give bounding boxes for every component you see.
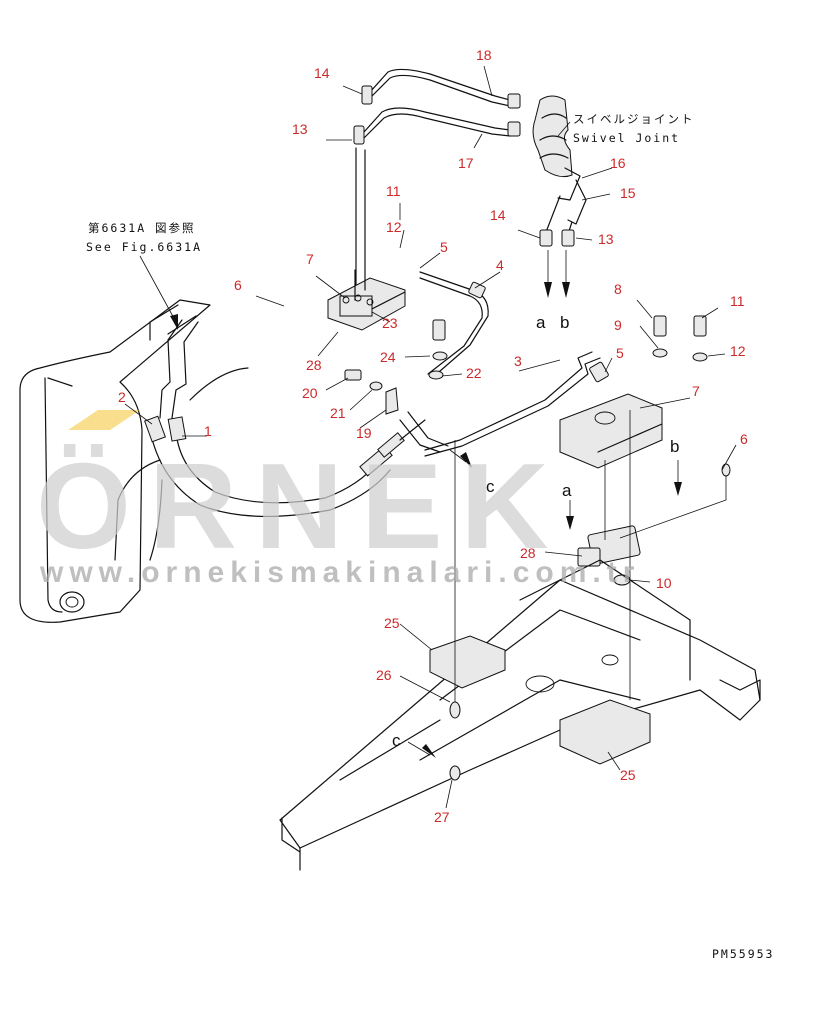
- part-label-3: 3: [514, 353, 522, 369]
- swivel-pipes: [353, 68, 521, 145]
- part-label-23: 23: [382, 315, 398, 331]
- swivel-note-ja: スイベルジョイント: [573, 112, 695, 126]
- part-label-12: 12: [386, 219, 402, 235]
- chassis-frame: [279, 440, 761, 871]
- part-label-24: 24: [380, 349, 396, 365]
- watermark-brand: ÖRNEK: [36, 438, 567, 574]
- part-label-15: 15: [620, 185, 636, 201]
- part-label-6: 6: [740, 431, 748, 447]
- part-label-25: 25: [384, 615, 400, 631]
- part-label-7: 7: [692, 383, 700, 399]
- small-parts: [344, 319, 448, 415]
- part-label-4: 4: [496, 257, 504, 273]
- figure-code: PM55953: [712, 947, 774, 961]
- watermark-accent: [68, 410, 140, 430]
- flow-letter-c: c: [392, 731, 401, 750]
- cab-body: [19, 299, 249, 623]
- part-label-13: 13: [598, 231, 614, 247]
- part-label-25: 25: [620, 767, 636, 783]
- part-label-28: 28: [520, 545, 536, 561]
- part-label-5: 5: [616, 345, 624, 361]
- part-label-19: 19: [356, 425, 372, 441]
- part-label-18: 18: [476, 47, 492, 63]
- part-label-6: 6: [234, 277, 242, 293]
- part-label-1: 1: [204, 423, 212, 439]
- flow-arrows-c: [407, 449, 472, 758]
- part-label-26: 26: [376, 667, 392, 683]
- part-label-27: 27: [434, 809, 450, 825]
- part-label-12: 12: [730, 343, 746, 359]
- flow-arrows-upper: [544, 250, 570, 298]
- watermark-url: www.ornekismakinalari.com.tr: [39, 556, 640, 589]
- part-label-9: 9: [614, 317, 622, 333]
- pipe-4: [419, 271, 489, 379]
- part-label-22: 22: [466, 365, 482, 381]
- part-label-11: 11: [730, 293, 745, 309]
- flow-letter-c: c: [486, 477, 495, 496]
- part-label-11: 11: [386, 183, 401, 199]
- part-label-10: 10: [656, 575, 672, 591]
- leader-lines: [124, 65, 737, 809]
- part-label-14: 14: [490, 207, 506, 223]
- see-fig-note-en: See Fig.6631A: [86, 240, 202, 254]
- swivel-joint: [532, 95, 587, 247]
- part-label-13: 13: [292, 121, 308, 137]
- part-number-labels: 1234556677891011111212131314141516171819…: [118, 47, 748, 825]
- part-label-8: 8: [614, 281, 622, 297]
- flow-letter-b: b: [560, 313, 569, 332]
- part-label-2: 2: [118, 389, 126, 405]
- pipe-3: [399, 351, 609, 457]
- part-label-20: 20: [302, 385, 318, 401]
- part-label-5: 5: [440, 239, 448, 255]
- notes: 第6631A 図参照 See Fig.6631A スイベルジョイント Swive…: [86, 112, 695, 330]
- upper-valve-assembly: [327, 147, 406, 331]
- part-label-14: 14: [314, 65, 330, 81]
- flow-letter-a: a: [536, 313, 546, 332]
- see-fig-note-ja: 第6631A 図参照: [88, 221, 196, 235]
- watermark: ÖRNEK www.ornekismakinalari.com.tr: [36, 410, 640, 589]
- flow-letter-b: b: [670, 437, 679, 456]
- part-label-16: 16: [610, 155, 626, 171]
- part-label-28: 28: [306, 357, 322, 373]
- swivel-note-en: Swivel Joint: [573, 131, 680, 145]
- part-label-7: 7: [306, 251, 314, 267]
- right-valve-assembly: [559, 315, 731, 700]
- flow-letter-a: a: [562, 481, 572, 500]
- hose-left: [144, 319, 426, 518]
- part-label-17: 17: [458, 155, 474, 171]
- part-label-21: 21: [330, 405, 346, 421]
- flow-arrows-right: [566, 460, 682, 530]
